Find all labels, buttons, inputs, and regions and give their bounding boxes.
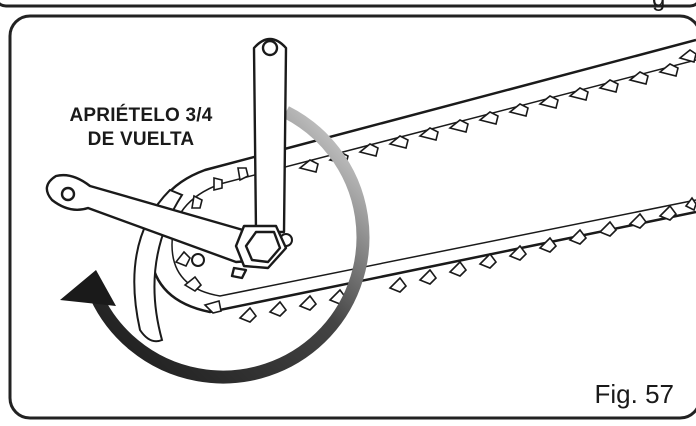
instruction-line-2: DE VUELTA: [48, 128, 234, 152]
tighten-instruction: APRIÉTELO 3/4 DE VUELTA: [48, 104, 234, 152]
figure-label: Fig. 57: [595, 379, 675, 410]
previous-panel-heading: g: [652, 0, 665, 12]
instruction-line-1: APRIÉTELO 3/4: [48, 104, 234, 128]
guide-bar: [150, 40, 696, 312]
previous-panel-edge: [0, 0, 696, 6]
